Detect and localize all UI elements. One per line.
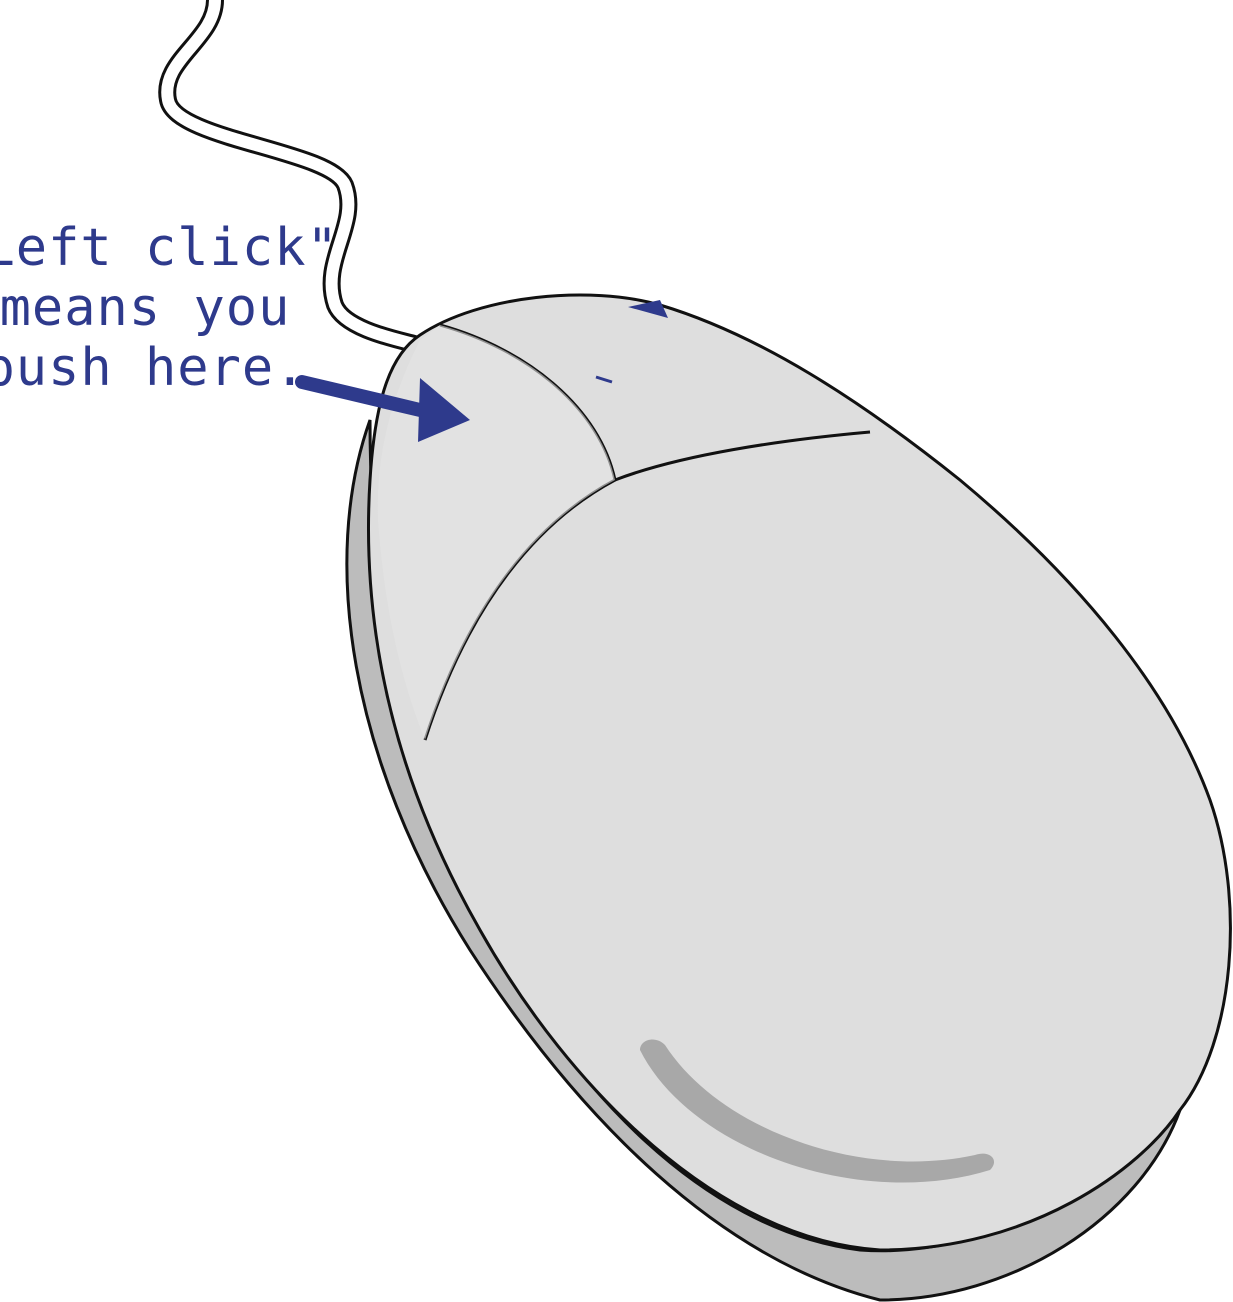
mouse-body <box>367 293 1232 1252</box>
mouse-cable <box>158 0 427 354</box>
arrow-right-icon <box>295 375 470 442</box>
button-mark-small <box>595 375 613 384</box>
caption-line-1: "Left click" <box>0 218 339 278</box>
right-button-outline <box>614 430 871 482</box>
mouse-highlight <box>640 1039 995 1183</box>
caption-line-3: push here. <box>0 338 307 398</box>
caption-line-2: means you <box>0 278 290 338</box>
button-mark <box>628 300 668 318</box>
caption: "Left click" means you push here. <box>0 218 339 398</box>
